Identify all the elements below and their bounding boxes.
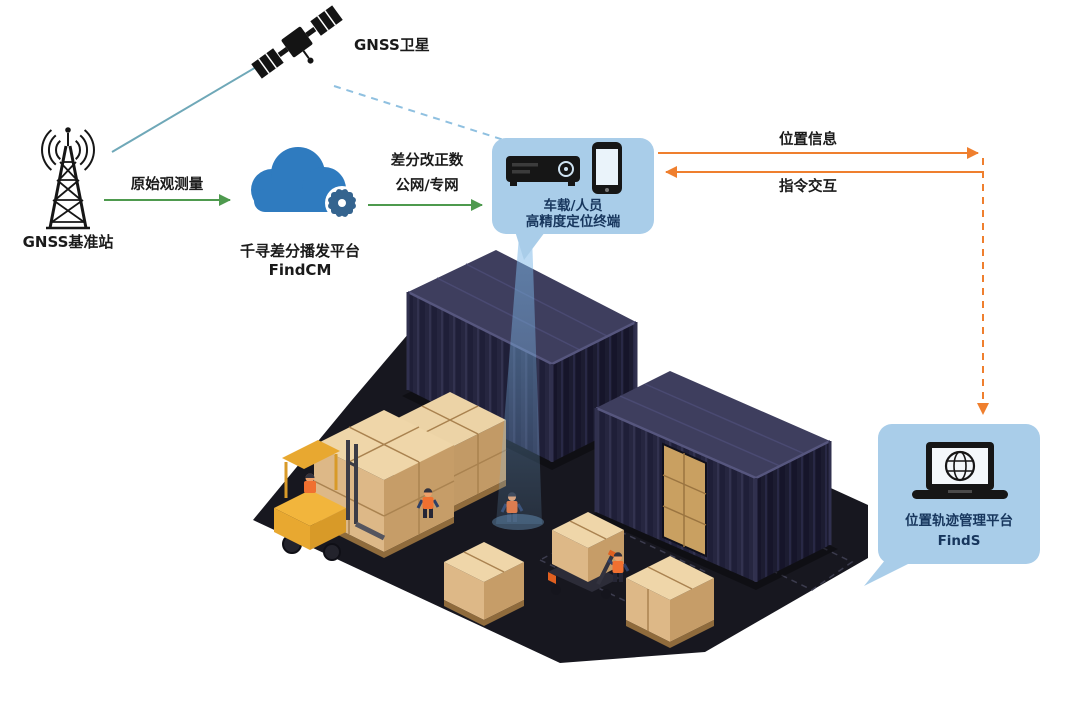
container-2 [590, 371, 838, 590]
satellite-to-station-link [111, 65, 259, 153]
radio-tower-icon [41, 127, 95, 230]
warehouse-floor [253, 306, 868, 663]
position-info-label: 位置信息 [779, 132, 837, 148]
gear-icon [325, 186, 359, 220]
finds-panel [864, 424, 1040, 586]
pallet-jack [548, 512, 624, 599]
trajectory-platform-label: 位置轨迹管理平台 [905, 513, 1013, 529]
base-station-label: GNSS基准站 [22, 233, 114, 251]
satellite-icon [251, 5, 343, 79]
terminal-panel [492, 138, 654, 260]
container-open-door [662, 442, 707, 558]
cloud-gear-icon [251, 147, 359, 220]
worker-3 [607, 552, 630, 582]
satellite-label: GNSS卫星 [354, 36, 430, 54]
pallet-boxes-c [444, 542, 524, 626]
positioning-beam [492, 236, 544, 530]
signal-waves-icon [41, 129, 95, 171]
cloud-platform-label: 千寻差分播发平台 [239, 242, 361, 260]
pallet-boxes-d [626, 556, 714, 648]
connectors [104, 65, 989, 415]
corrections-label-line2: 公网/专网 [395, 178, 459, 194]
satellite-to-terminal-link [333, 85, 505, 141]
cloud-platform-name: FindCM [268, 261, 332, 279]
worker-1 [416, 488, 440, 518]
receiver-icon [506, 156, 580, 186]
corrections-label-line1: 差分改正数 [390, 153, 464, 169]
forklift [274, 440, 386, 561]
trajectory-platform-name: FindS [937, 533, 981, 549]
warehouse-illustration [253, 250, 868, 663]
smartphone-icon [592, 142, 622, 194]
raw-observation-label: 原始观测量 [130, 177, 204, 193]
terminal-label-line2: 高精度定位终端 [525, 214, 621, 230]
laptop-globe-icon [912, 442, 1008, 499]
terminal-label-line1: 车载/人员 [543, 198, 603, 214]
command-label: 指令交互 [779, 179, 837, 195]
